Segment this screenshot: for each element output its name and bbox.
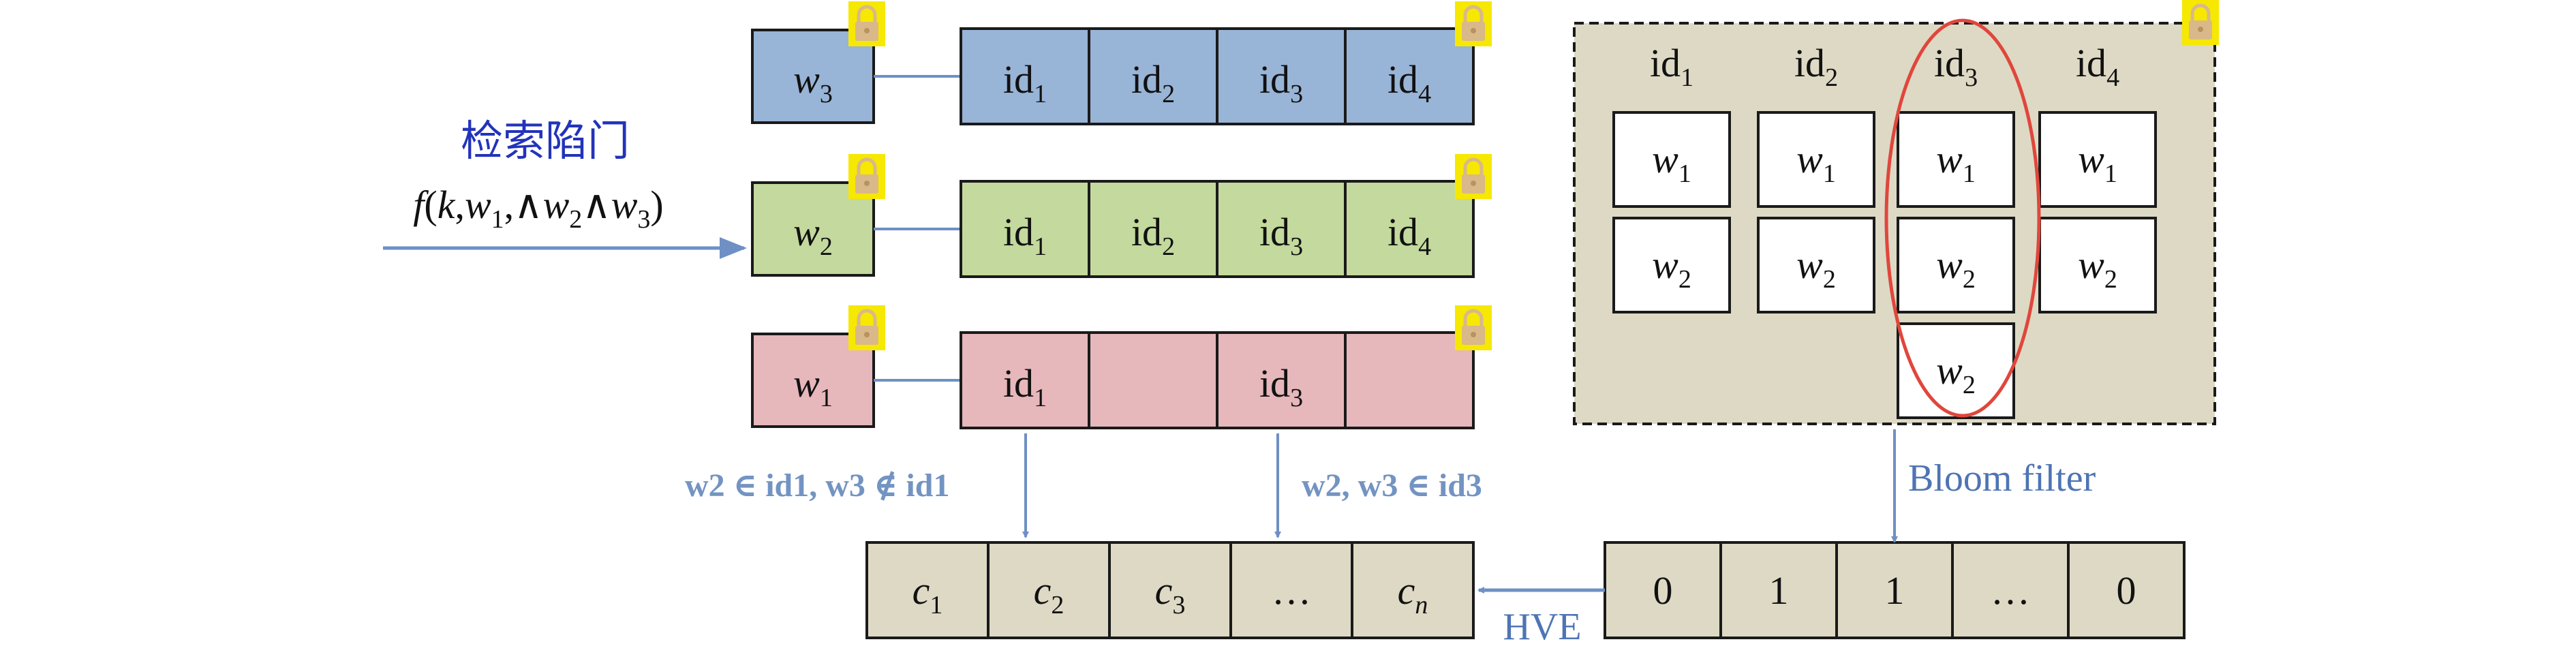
doc-keyword-label: w1 — [1796, 137, 1836, 188]
doc-column-1: id1 w1 w2 — [1612, 41, 1731, 313]
index-cell — [1088, 331, 1218, 429]
doc-column-2: id2 w1 w2 — [1757, 41, 1875, 313]
annotation-right: w2, w3 ∈ id3 — [1302, 468, 1482, 504]
doc-keyword-box — [1897, 217, 2015, 313]
doc-id-label: id2 — [1794, 41, 1838, 92]
bloom-bit-cell — [1604, 541, 1722, 639]
doc-keyword-box — [2038, 111, 2157, 208]
doc-id-label: id4 — [2076, 41, 2119, 92]
index-cell — [960, 27, 1090, 125]
ciphertext-cell — [987, 541, 1111, 639]
doc-keyword-label: w2 — [1936, 348, 1976, 399]
doc-keyword-box — [1897, 322, 2015, 419]
doc-keyword-label: w2 — [1936, 243, 1976, 294]
doc-keyword-box — [1612, 111, 1731, 208]
index-cell — [1216, 331, 1347, 429]
ciphertext-cell — [1108, 541, 1232, 639]
index-cell — [1344, 27, 1475, 125]
index-cell-label: id1 — [1003, 57, 1047, 108]
ciphertext-label: … — [1272, 568, 1311, 613]
index-cell-label: id1 — [1003, 361, 1047, 412]
index-cell-label: id4 — [1387, 57, 1431, 108]
doc-keyword-box — [1897, 111, 2015, 208]
bloom-bit-label: … — [1991, 568, 2030, 613]
ciphertext-label: c1 — [913, 568, 943, 619]
doc-keyword-label: w2 — [1652, 243, 1691, 294]
doc-keyword-box — [2038, 217, 2157, 313]
ciphertext-label: c3 — [1155, 568, 1186, 619]
lock-icon — [848, 305, 885, 350]
doc-panel-columns: id1 w1 w2 id2 w1 w2 id3 w1 w2 w2 id4 w1 w2 — [1612, 41, 2157, 419]
bloom-bits-row: 0 1 1 … 0 — [1604, 541, 2186, 639]
bloom-bit-label: 1 — [1885, 568, 1905, 613]
bloom-bit-label: 0 — [1653, 568, 1673, 613]
trapdoor-title: 检索陷门 — [461, 116, 630, 166]
bloom-bit-cell — [2067, 541, 2186, 639]
index-cell — [1344, 331, 1475, 429]
bloom-bit-label: 0 — [2117, 568, 2136, 613]
index-cell — [960, 180, 1090, 278]
doc-keyword-label: w1 — [1936, 137, 1976, 188]
ciphertext-label: cn — [1398, 568, 1428, 619]
bloom-bit-cell — [1719, 541, 1838, 639]
lock-icon — [848, 154, 885, 199]
index-cell-label: id3 — [1259, 361, 1303, 412]
annotation-left: w2 ∈ id1, w3 ∉ id1 — [685, 468, 949, 504]
ciphertext-row: c1 c2 c3 … cn — [865, 541, 1475, 639]
trapdoor-group: 检索陷门 f(k,w1,∧w2∧w3) — [383, 116, 747, 259]
bloom-bit-cell — [1951, 541, 2070, 639]
index-cell-label: id1 — [1003, 210, 1047, 261]
keyword-label: w1 — [793, 361, 833, 412]
index-cell — [1344, 180, 1475, 278]
ciphertext-cell — [1351, 541, 1475, 639]
ciphertext-cell — [865, 541, 990, 639]
lock-icon — [1455, 305, 1492, 350]
index-cell — [960, 331, 1090, 429]
doc-keyword-label: w1 — [2078, 137, 2117, 188]
lock-icon — [1455, 1, 1492, 46]
hve-label: HVE — [1503, 606, 1581, 648]
lock-icon — [1455, 154, 1492, 199]
keyword-label: w2 — [793, 210, 833, 261]
doc-panel: id1 w1 w2 id2 w1 w2 id3 w1 w2 w2 id4 w1 w2 — [1573, 0, 2219, 425]
index-cell-label: id2 — [1131, 210, 1175, 261]
index-cell-label: id2 — [1131, 57, 1175, 108]
keyword-label: w3 — [793, 57, 833, 108]
doc-keyword-label: w1 — [1652, 137, 1691, 188]
trapdoor-formula: f(k,w1,∧w2∧w3) — [413, 183, 664, 234]
index-cell-label: id3 — [1259, 57, 1303, 108]
doc-id-label: id1 — [1650, 41, 1693, 92]
doc-keyword-box — [1757, 217, 1875, 313]
index-cell — [1088, 27, 1218, 125]
id3-highlight-ellipse — [1884, 18, 2041, 418]
ciphertext-cell — [1229, 541, 1353, 639]
lock-icon — [848, 1, 885, 46]
keyword-row-1: w3 id1 id2 id3 id4 — [751, 1, 1492, 125]
index-cell-label: id4 — [1387, 210, 1431, 261]
doc-column-3: id3 w1 w2 w2 — [1897, 41, 2015, 419]
doc-keyword-box — [1612, 217, 1731, 313]
doc-id-label: id3 — [1934, 41, 1978, 92]
bloom-label: Bloom filter — [1908, 457, 2096, 500]
doc-keyword-box — [1757, 111, 1875, 208]
keyword-row-2: w2 id1 id2 id3 id4 — [751, 154, 1492, 278]
bloom-bit-label: 1 — [1769, 568, 1789, 613]
doc-column-4: id4 w1 w2 — [2038, 41, 2157, 313]
ciphertext-label: c2 — [1034, 568, 1064, 619]
index-cell — [1216, 180, 1347, 278]
doc-keyword-label: w2 — [2078, 243, 2117, 294]
index-cell — [1088, 180, 1218, 278]
doc-keyword-label: w2 — [1796, 243, 1836, 294]
keyword-row-3: w1 id1 id3 — [751, 305, 1492, 429]
index-cell-label: id3 — [1259, 210, 1303, 261]
keyword-rows: w3 id1 id2 id3 id4 w2 id1 id2 id3 id4 w1 id1 id3 — [751, 1, 1492, 429]
lock-icon — [2182, 0, 2219, 45]
